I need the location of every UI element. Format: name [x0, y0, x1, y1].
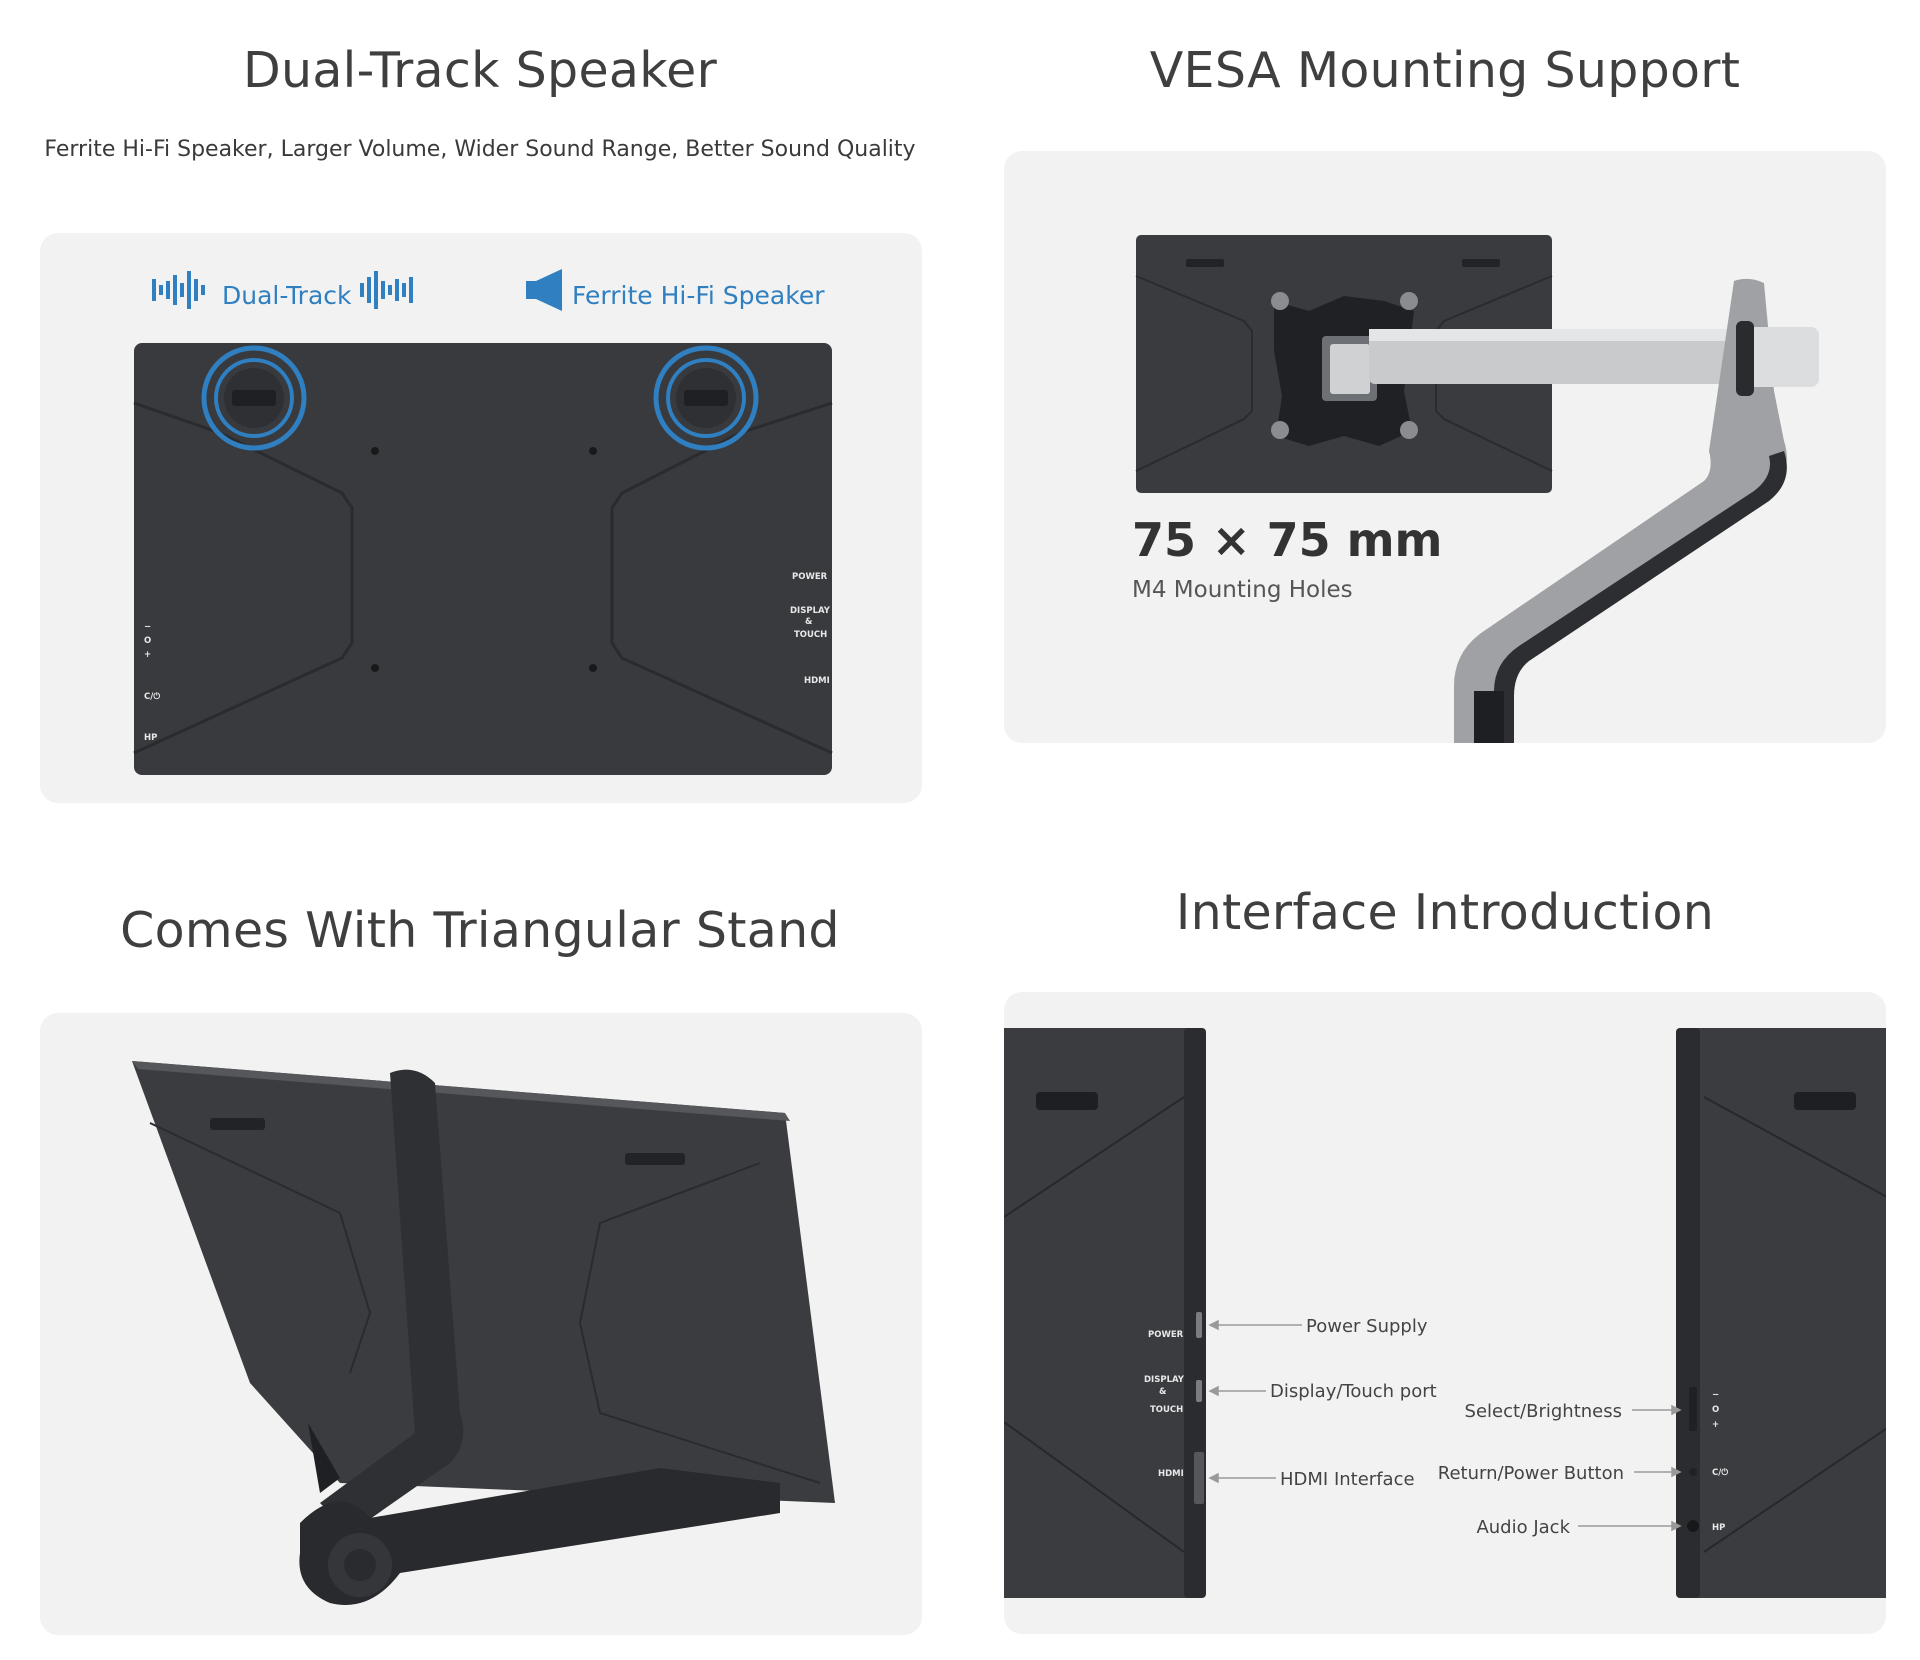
power-label: POWER: [792, 572, 828, 582]
plus-side-label: +: [1712, 1420, 1719, 1430]
speaker-card: Dual-Track Ferrite Hi-Fi Speaker: [40, 233, 922, 803]
monitor-arm: [1369, 278, 1819, 743]
vesa-caption: M4 Mounting Holes: [1132, 577, 1353, 603]
amp-port-label: &: [1159, 1387, 1167, 1397]
power-supply-callout: Power Supply: [1306, 1316, 1428, 1337]
select-brightness-callout: Select/Brightness: [1465, 1401, 1622, 1422]
vesa-size: 75 × 75 mm: [1132, 513, 1442, 567]
left-side-monitor: POWER DISPLAY & TOUCH HDMI: [1004, 1028, 1206, 1598]
interface-illustration: POWER DISPLAY & TOUCH HDMI Power Supply …: [1004, 1028, 1886, 1598]
o-label: O: [144, 636, 151, 646]
stand-illustration: [132, 1061, 835, 1605]
stand-card: [40, 1013, 922, 1635]
left-speaker-grille: [201, 345, 307, 451]
speaker-section-title: Dual-Track Speaker: [242, 42, 718, 99]
right-side-monitor: − O + C/⏻ HP: [1676, 1028, 1886, 1598]
display-label: DISPLAY: [790, 606, 831, 616]
stand-section-title: Comes With Triangular Stand: [120, 902, 840, 959]
speaker-icon: [526, 269, 562, 311]
amp-label: &: [805, 617, 813, 627]
vesa-section-title: VESA Mounting Support: [1149, 42, 1741, 99]
ferrite-badge: Ferrite Hi-Fi Speaker: [572, 281, 825, 310]
sound-wave-icon: [152, 271, 205, 309]
hdmi-callout: HDMI Interface: [1280, 1469, 1415, 1490]
power-port-label: POWER: [1148, 1330, 1184, 1340]
monitor-back-panel: [134, 343, 832, 775]
interface-section-title: Interface Introduction: [1175, 884, 1715, 941]
minus-side-label: −: [1712, 1390, 1719, 1400]
hp-side-label: HP: [1712, 1523, 1725, 1533]
triangular-stand: [299, 1069, 780, 1605]
vesa-illustration: 75 × 75 mm M4 Mounting Holes: [1132, 235, 1819, 743]
monitor-back-panel: [132, 1061, 835, 1503]
minus-label: −: [144, 622, 151, 632]
cw-label: C/⏻: [144, 691, 161, 702]
hp-label: HP: [144, 733, 157, 743]
hdmi-label: HDMI: [804, 676, 830, 686]
vesa-card: 75 × 75 mm M4 Mounting Holes: [1004, 151, 1886, 743]
right-speaker-grille: [653, 345, 759, 451]
dual-track-badge: Dual-Track: [222, 281, 352, 310]
cw-side-label: C/⏻: [1712, 1467, 1729, 1478]
interface-card: POWER DISPLAY & TOUCH HDMI Power Supply …: [1004, 992, 1886, 1634]
touch-label: TOUCH: [794, 630, 827, 640]
return-power-callout: Return/Power Button: [1438, 1463, 1624, 1484]
o-side-label: O: [1712, 1405, 1719, 1415]
sound-wave-icon: [360, 271, 413, 309]
speaker-subtitle: Ferrite Hi-Fi Speaker, Larger Volume, Wi…: [44, 137, 916, 162]
audio-jack-callout: Audio Jack: [1476, 1517, 1570, 1538]
hdmi-port-label: HDMI: [1158, 1469, 1184, 1479]
plus-label: +: [144, 650, 151, 660]
display-port-label: DISPLAY: [1144, 1375, 1185, 1385]
display-touch-callout: Display/Touch port: [1270, 1381, 1437, 1402]
touch-port-label: TOUCH: [1150, 1405, 1183, 1415]
speaker-illustration: Dual-Track Ferrite Hi-Fi Speaker: [133, 269, 833, 775]
